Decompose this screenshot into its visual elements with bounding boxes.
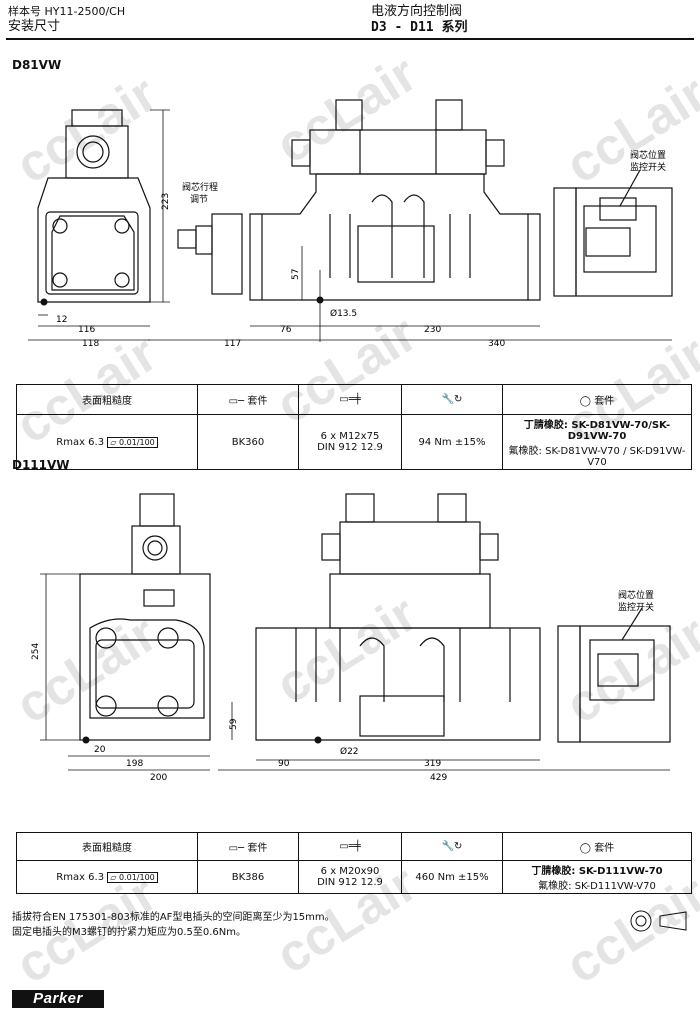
footnote-line-1: 插拔符合EN 175301-803标准的AF型电插头的空间距离至少为15mm。 [12,912,335,923]
seal-kit-header: ◯ 套件 [502,384,692,415]
page-title: 电液方向控制阀 [371,4,463,19]
dim-117: 117 [224,339,241,349]
bolt-icon: ▭─ [228,396,245,407]
dim-90: 90 [278,759,290,769]
dim-22: Ø22 [340,746,359,757]
projection-symbol-icon [630,910,687,932]
catalog-header: 样本号 HY11-2500/CH 安装尺寸 [8,4,125,34]
torque-value: 460 Nm ±15% [401,860,503,894]
bolt-kit-value: BK360 [197,414,299,470]
seal-kit-header: ◯ 套件 [502,832,692,861]
surface-value: Rmax 6.3 ▱ 0.01/100 [16,860,198,894]
dim-118: 118 [82,339,99,349]
surface-header: 表面粗糙度 [16,384,198,415]
dim-116: 116 [78,325,95,335]
torque-value: 94 Nm ±15% [401,414,503,470]
bolt-kit-value: BK386 [197,860,299,894]
bolt-kit-header: ▭─ 套件 [197,832,299,861]
dim-319: 319 [424,759,441,769]
monitor-label-1: 阀芯位置 [618,589,654,601]
torque-header: 🔧↻ [401,832,503,861]
stroke-adjust-label-2: 调节 [190,194,208,205]
torque-header: 🔧↻ [401,384,503,415]
product-header: 电液方向控制阀 D3 - D11 系列 [371,4,467,36]
d81vw-drawing: 223 12 116 118 117 76 230 340 57 Ø13.5 阀… [28,99,673,349]
dim-230: 230 [424,325,441,335]
dim-12: 12 [56,315,67,325]
dim-57: 57 [291,269,301,280]
bolt-side-icon: ▭═╪ [339,841,361,852]
o-ring-icon: ◯ [579,396,591,407]
surface-value: Rmax 6.3 ▱ 0.01/100 [16,414,198,470]
catalog-number: 样本号 HY11-2500/CH [8,5,126,18]
dim-20: 20 [94,745,106,755]
footnote: 插拔符合EN 175301-803标准的AF型电插头的空间距离至少为15mm。 … [12,910,335,940]
wrench-icon: 🔧↻ [441,841,463,852]
monitor-label-1: 阀芯位置 [630,149,666,161]
d111vw-drawing: 254 20 198 200 59 Ø22 90 319 429 阀芯位置 监控… [31,493,671,780]
dim-223: 223 [161,193,171,210]
monitor-label-2: 监控开关 [618,601,654,613]
o-ring-icon: ◯ [579,843,591,854]
dim-254: 254 [31,643,41,660]
d111vw-spec-table: 表面粗糙度 ▭─ 套件 ▭═╪ 🔧↻ ◯ 套件 Rmax 6.3 ▱ 0.01/… [16,832,692,894]
series-title: D3 - D11 系列 [371,20,468,35]
bolt-side-icon: ▭═╪ [339,394,361,405]
wrench-icon: 🔧↻ [441,394,463,405]
bolt-icon: ▭─ [228,843,245,854]
section-title-d81vw: D81VW [12,58,62,72]
bolt-header: ▭═╪ [298,832,402,861]
footnote-line-2: 固定电插头的M3螺钉的拧紧力矩应为0.5至0.6Nm。 [12,927,247,938]
parker-logo: Parker [12,990,104,1008]
dim-76: 76 [280,325,292,335]
bolt-kit-header: ▭─ 套件 [197,384,299,415]
dim-13-5: Ø13.5 [330,308,357,319]
surface-header: 表面粗糙度 [16,832,198,861]
page-subtitle: 安装尺寸 [8,19,61,34]
dim-198: 198 [126,759,143,769]
dim-59: 59 [229,718,239,730]
dim-200: 200 [150,773,167,780]
section-title-d111vw: D111VW [12,458,70,472]
dim-340: 340 [488,339,505,349]
stroke-adjust-label-1: 阀芯行程 [182,181,218,193]
header-rule [6,38,694,40]
bolt-header: ▭═╪ [298,384,402,415]
dim-429: 429 [430,773,447,780]
monitor-label-2: 监控开关 [630,161,666,173]
d81vw-spec-table: 表面粗糙度 ▭─ 套件 ▭═╪ 🔧↻ ◯ 套件 Rmax 6.3 ▱ 0.01/… [16,384,692,470]
